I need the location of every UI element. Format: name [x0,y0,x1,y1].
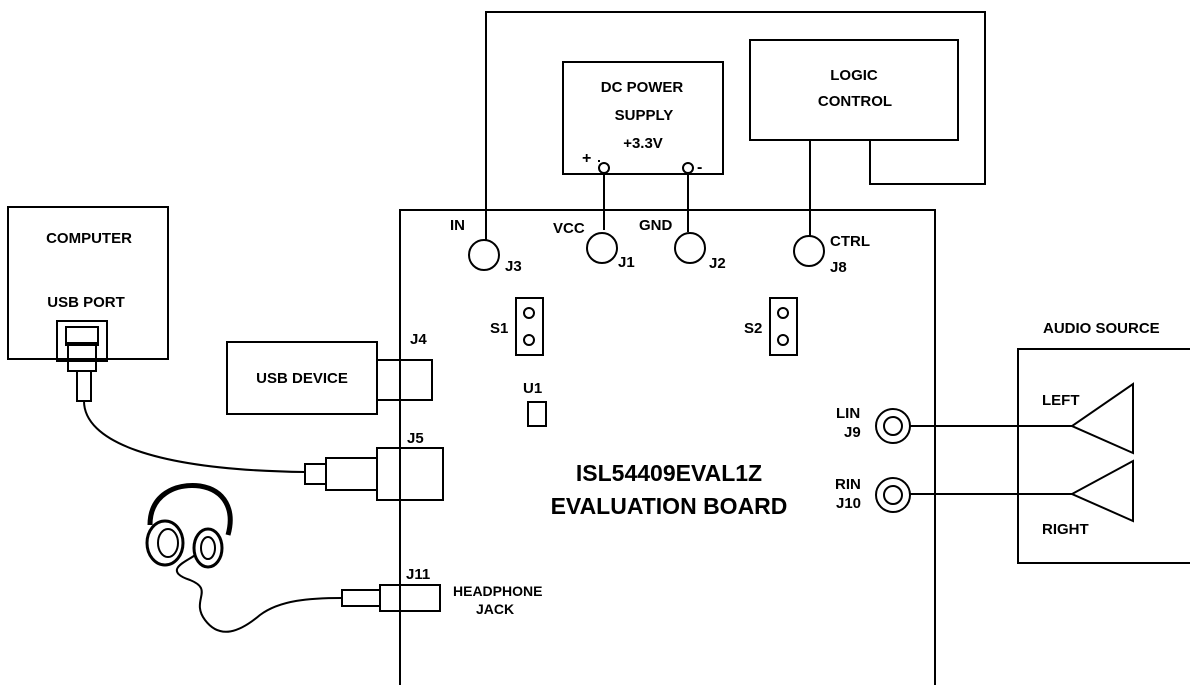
headphone-left-pad [157,528,179,558]
left-label: LEFT [1042,392,1080,409]
usb-port-inner [65,326,99,346]
j9-inner [883,416,903,436]
minus-terminal [682,162,694,174]
j2-label: J2 [709,255,726,272]
headphone-right-pad [200,536,216,560]
usb-plug-body [67,342,97,372]
j1-connector [586,232,618,264]
j5-plug [325,457,378,491]
ctrl-label: CTRL [830,233,870,250]
usb-cable [83,400,306,473]
s1-pin-bottom [523,334,535,346]
j10-inner [883,485,903,505]
plus-terminal [598,162,610,174]
u1-chip [527,401,547,427]
headphone-band [147,483,233,536]
s1-jumper [515,297,544,356]
j11-label: J11 [406,566,430,583]
s1-label: S1 [490,320,508,337]
headphone-right-cup [192,527,224,569]
s2-label: S2 [744,320,762,337]
j11-connector [379,584,441,612]
computer-title: COMPUTER [46,230,132,247]
lin-label: LIN [836,405,860,422]
logic-control-text: CONTROL [818,93,892,110]
j9-outer [875,408,911,444]
headphone-jack-line1: HEADPHONE [453,583,542,599]
s2-pin-top [777,307,789,319]
j4-label: J4 [410,331,427,348]
j5-connector [376,447,444,501]
dc-power-supply-box [562,61,724,175]
vcc-label: VCC [553,220,585,237]
headphone-jack-line2: JACK [476,601,514,617]
in-label: IN [450,217,465,234]
gnd-label: GND [639,217,673,234]
board-subtitle: EVALUATION BOARD [551,493,788,519]
usb-port-label: USB PORT [47,294,125,311]
j5-label: J5 [407,430,424,447]
dc-power-title: DC POWER [601,79,684,96]
j2-connector [674,232,706,264]
j10-label: J10 [836,495,861,512]
u1-label: U1 [523,380,542,397]
dc-power-supply-text: SUPPLY [615,107,674,124]
right-amp-triangle [1069,459,1134,523]
right-label: RIGHT [1042,521,1089,538]
j3-connector [468,239,500,271]
j4-connector [376,359,433,401]
usb-device-label: USB DEVICE [256,370,348,387]
headphone-cable [175,554,343,633]
j5-plug-tip [304,463,327,485]
usb-port-outer [56,320,108,362]
j1-label: J1 [618,254,635,271]
j9-label: J9 [844,424,861,441]
j8-label: J8 [830,259,847,276]
rin-label: RIN [835,476,861,493]
minus-sign: - [697,159,702,176]
wire-in-loop [485,11,986,240]
plus-sign: + [582,150,591,167]
audio-source-box [1017,348,1190,564]
computer-box [7,206,169,360]
dc-power-voltage: +3.3V [623,135,663,152]
board-name: ISL54409EVAL1Z [576,460,762,486]
j3-label: J3 [505,258,522,275]
logic-control-box [749,39,959,141]
usb-plug-neck [76,370,92,402]
j10-outer [875,477,911,513]
s2-pin-bottom [777,334,789,346]
logic-title: LOGIC [830,67,878,84]
j11-plug [341,589,381,607]
s1-pin-top [523,307,535,319]
j8-connector [793,235,825,267]
audio-source-title: AUDIO SOURCE [1043,320,1160,337]
s2-jumper [769,297,798,356]
left-amp-triangle [1069,382,1134,455]
